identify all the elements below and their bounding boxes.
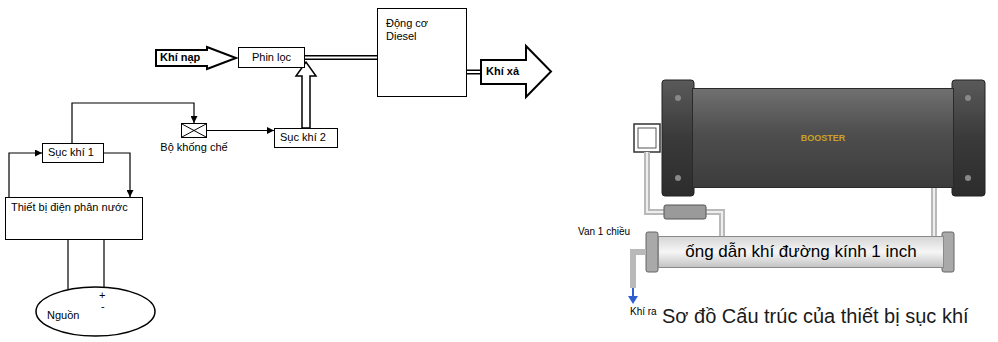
arrow-outline (481, 46, 551, 97)
cross-line (182, 124, 206, 137)
part-label: Van 1 chiều (578, 226, 630, 237)
check-valve (664, 205, 706, 219)
tube-end-cap (646, 232, 658, 272)
process-box: Phin lọc (238, 47, 305, 68)
connector (67, 240, 68, 290)
connector (103, 240, 104, 287)
node-text: Phin lọc (252, 51, 291, 64)
node-text: - (101, 300, 105, 313)
connector (104, 153, 130, 197)
bolt (675, 95, 681, 101)
node-text: Bộ khống chế (145, 141, 243, 154)
controller-cross (182, 124, 206, 137)
connector (9, 153, 42, 197)
part-label: Khí ra (630, 306, 657, 317)
outlet-pipe (633, 252, 646, 288)
engine-box: Động cơ Diesel (377, 8, 467, 97)
node-text: Sục khí 1 (48, 146, 98, 159)
fitting (638, 128, 656, 148)
node-text: Khí xả (486, 65, 552, 78)
feed-arrow (296, 62, 316, 128)
node-text: Động cơ Diesel (386, 17, 438, 43)
pipe-line (305, 55, 377, 60)
electrolyzer-box: Thiết bị điện phân nước (5, 197, 143, 240)
controller-symbol: Bộ khống chế (145, 123, 243, 156)
outlet-arrowhead (628, 296, 638, 304)
node-text: BOOSTER (801, 133, 846, 144)
pipe-inner (305, 57, 377, 59)
power-source: Nguồn+- (35, 286, 156, 337)
node-text: Thiết bị điện phân nước (11, 201, 137, 214)
node-text: Sục khí 2 (280, 131, 332, 144)
booster-end-cap (662, 80, 694, 196)
bolt (965, 95, 971, 101)
pipe-line (467, 70, 481, 75)
fitting (634, 124, 660, 152)
cross-line (182, 124, 206, 137)
connector (72, 103, 194, 143)
bolt (965, 175, 971, 181)
controller-box (181, 123, 207, 138)
exhaust-arrow: Khí xả (480, 45, 552, 98)
node-text: ống dẫn khí đường kính 1 inch (685, 242, 916, 262)
arrow-outline (156, 47, 236, 69)
figure-caption: Sơ đồ Cấu trúc của thiết bị sục khí (662, 305, 969, 328)
ellipse-outline (36, 287, 155, 336)
booster-body: BOOSTER (692, 88, 954, 188)
bolt (675, 175, 681, 181)
node-text: Khí nạp (160, 51, 237, 64)
connector (207, 130, 274, 131)
pipe-inner (933, 188, 935, 236)
gas-pipe (931, 188, 937, 236)
intake-arrow: Khí nạp (155, 46, 237, 70)
process-box: Sục khí 1 (42, 143, 104, 163)
pipe-inner (467, 71, 481, 73)
booster-end-cap (952, 80, 985, 196)
process-box: Sục khí 2 (274, 128, 338, 148)
node-text: Nguồn (47, 309, 79, 322)
gas-tube: ống dẫn khí đường kính 1 inch (658, 236, 944, 268)
